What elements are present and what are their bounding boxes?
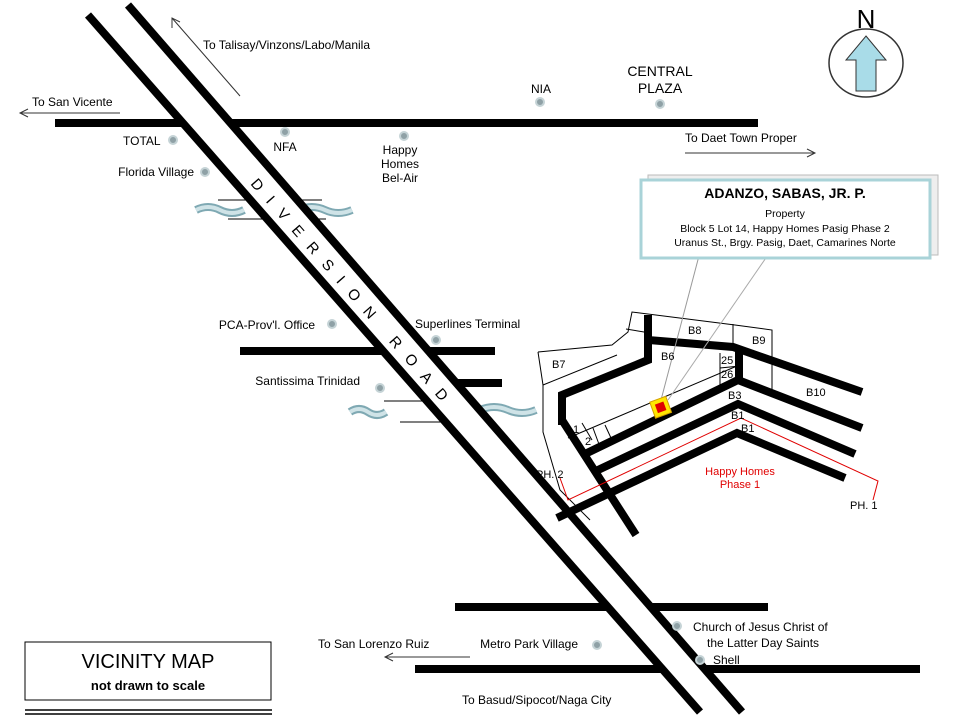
phase2-label: PH. 2 (536, 469, 564, 481)
phase1-boundary (559, 417, 879, 501)
landmark-dots (168, 97, 705, 665)
landmark-metro-park: Metro Park Village (480, 637, 578, 651)
owner-name: ADANZO, SABAS, JR. P. (704, 185, 866, 201)
north-arrow: N (828, 4, 904, 98)
landmark-happy-homes: Homes (381, 157, 419, 171)
callout-line: Block 5 Lot 14, Happy Homes Pasig Phase … (680, 223, 890, 235)
direction-daet: To Daet Town Proper (685, 131, 797, 145)
block-b9: B9 (752, 335, 765, 347)
lot-2: 2 (585, 436, 591, 448)
block-b10: B10 (806, 387, 826, 399)
direction-arrows (18, 17, 817, 662)
landmark-pca: PCA-Prov'l. Office (219, 318, 315, 332)
landmark-nia: NIA (531, 82, 551, 96)
landmark-shell: Shell (713, 653, 740, 667)
block-b1: B1 (741, 423, 754, 435)
callout-line: Property (765, 208, 805, 220)
block-b3: B3 (728, 390, 741, 402)
landmark-central-plaza: CENTRAL (627, 63, 693, 79)
block-b1: B1 (731, 410, 744, 422)
direction-basud: To Basud/Sipocot/Naga City (462, 693, 611, 707)
block-b7: B7 (552, 359, 565, 371)
title-box: VICINITY MAP not drawn to scale (24, 641, 272, 715)
direction-san-vicente: To San Vicente (32, 95, 113, 109)
landmark-nfa: NFA (273, 140, 296, 154)
landmark-florida-village: Florida Village (118, 165, 194, 179)
map-subtitle: not drawn to scale (91, 678, 205, 693)
direction-talisay: To Talisay/Vinzons/Labo/Manila (203, 38, 370, 52)
arrow-up-icon (844, 35, 888, 92)
lot-1: 1 (573, 424, 579, 436)
landmark-church: the Latter Day Saints (707, 636, 819, 650)
landmark-santissima: Santissima Trinidad (255, 374, 360, 388)
lot-25: 25 (721, 355, 733, 367)
phase1-name: Happy Homes (705, 466, 775, 478)
direction-san-lorenzo: To San Lorenzo Ruiz (318, 637, 429, 651)
subdivision: B7 B8 B9 B6 B10 B3 B1 B1 25 26 1 2 PH. 2… (536, 251, 879, 538)
property-marker (649, 395, 673, 419)
callout-line: Uranus St., Brgy. Pasig, Daet, Camarines… (674, 237, 896, 249)
landmark-happy-homes: Bel-Air (382, 171, 418, 185)
property-callout: ADANZO, SABAS, JR. P. Property Block 5 L… (639, 174, 939, 260)
phase1-name: Phase 1 (720, 479, 760, 491)
landmark-central-plaza: PLAZA (638, 80, 683, 96)
block-b8: B8 (688, 325, 701, 337)
north-label: N (857, 4, 876, 34)
map-title: VICINITY MAP (82, 651, 215, 673)
lot-26: 26 (721, 369, 733, 381)
block-b6: B6 (661, 351, 674, 363)
landmark-church: Church of Jesus Christ of (693, 620, 828, 634)
landmark-total: TOTAL (123, 134, 161, 148)
landmark-superlines: Superlines Terminal (415, 317, 520, 331)
phase1-label: PH. 1 (850, 500, 878, 512)
landmark-happy-homes: Happy (383, 143, 418, 157)
